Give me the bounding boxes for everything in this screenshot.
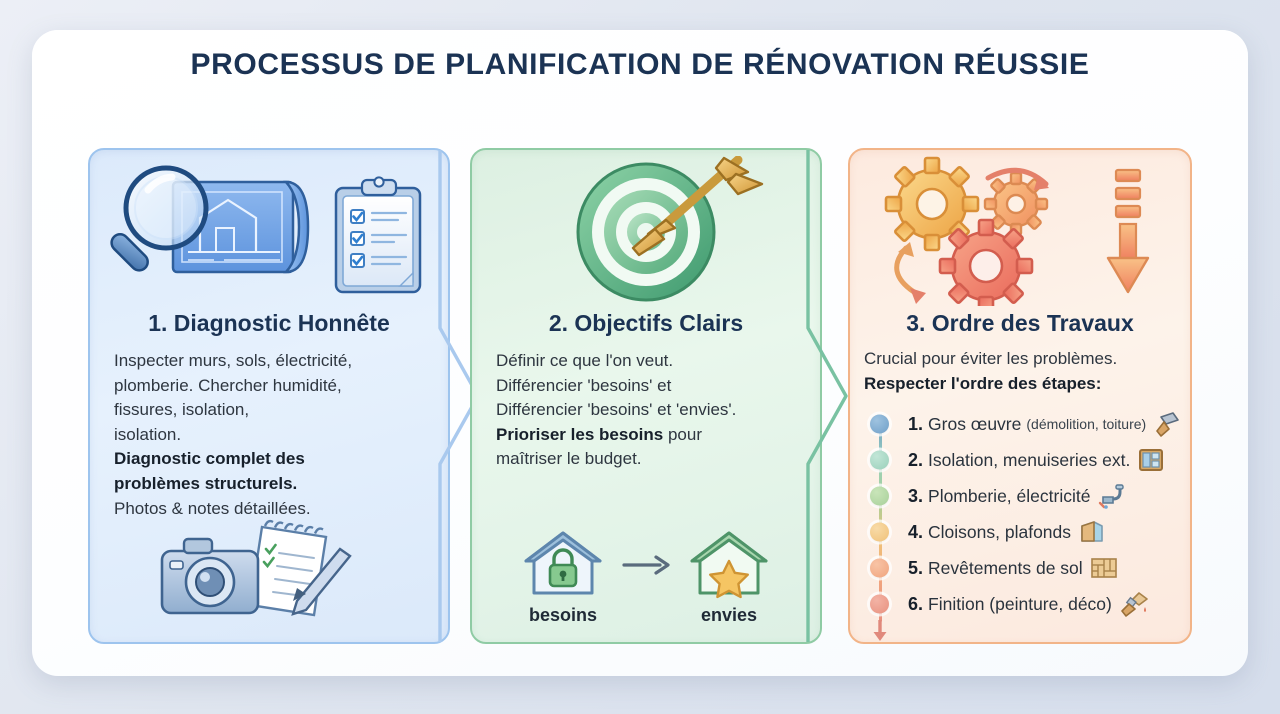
hammer-icon [1153, 411, 1181, 437]
step-item[interactable]: 1. Gros œuvre (démolition, toiture) [864, 406, 1184, 442]
step-number: 2. [908, 449, 924, 470]
panel-objectifs-body: Définir ce que l'on veut. Différencier '… [496, 350, 802, 473]
gears-cycle-arrow-icon [884, 156, 1150, 306]
step-item[interactable]: 3. Plomberie, électricité [864, 478, 1184, 514]
body-line: fissures, isolation, [114, 400, 250, 420]
step-dot [870, 522, 889, 542]
body-plain-part: pour [663, 424, 702, 444]
drywall-icon [1078, 519, 1106, 545]
body-line-bold: Respecter l'ordre des étapes: [864, 373, 1102, 393]
step-text: Cloisons, plafonds [928, 521, 1072, 542]
step-text: Plomberie, électricité [928, 485, 1091, 506]
panel-objectifs-heading: 2. Objectifs Clairs [548, 310, 744, 336]
panel-objectifs-icons [470, 156, 822, 306]
panel-objectifs: 2. Objectifs Clairs Définir ce que l'on … [470, 148, 822, 644]
body-line: maîtriser le budget. [496, 449, 642, 469]
body-line: plomberie. Chercher humidité, [114, 375, 342, 395]
timeline-arrow-icon [873, 620, 887, 641]
body-line-bold: problèmes structurels. [114, 474, 298, 494]
compare-envies-label: envies [700, 605, 758, 625]
arrow-right-icon [622, 554, 670, 575]
house-lock-icon [524, 531, 602, 595]
step-text: Isolation, menuiseries ext. [928, 449, 1131, 470]
step-text: Finition (peinture, déco) [928, 593, 1112, 614]
body-line-bold: Diagnostic complet des [114, 449, 305, 469]
body-line: Définir ce que l'on veut. [496, 351, 674, 370]
panel-ordre-body: Crucial pour éviter les problèmes. Respe… [864, 348, 1182, 397]
panel-ordre-travaux: 3. Ordre des Travaux Crucial pour éviter… [848, 148, 1192, 644]
step-number: 3. [908, 485, 924, 506]
magnifier-blueprint-clipboard-icon [110, 165, 422, 294]
window-icon [1137, 447, 1165, 473]
body-line: Différencier 'besoins' et [496, 375, 672, 395]
body-line-mixed: Prioriser les besoins pour [496, 424, 802, 447]
target-arrow-icon [576, 156, 764, 302]
step-subtext: (démolition, toiture) [1026, 416, 1147, 432]
house-star-icon [690, 531, 768, 599]
step-dot [870, 558, 889, 578]
paintbrush-icon [1119, 591, 1149, 617]
step-dot [870, 450, 889, 470]
timeline-rail [878, 420, 882, 622]
camera-notepad-icon [160, 519, 352, 617]
panel-diagnostic-heading: 1. Diagnostic Honnête [148, 310, 390, 336]
step-number: 4. [908, 521, 924, 542]
panel-diagnostic: 1. Diagnostic Honnête Inspecter murs, so… [88, 148, 450, 644]
step-item[interactable]: 2. Isolation, menuiseries ext. [864, 442, 1184, 478]
step-text: Revêtements de sol [928, 557, 1083, 578]
faucet-icon [1097, 483, 1125, 509]
panel-diagnostic-icons [88, 156, 450, 306]
step-item[interactable]: 4. Cloisons, plafonds [864, 514, 1184, 550]
panel-ordre-icons [848, 156, 1192, 306]
panel-objectifs-compare: besoins envies [470, 527, 822, 626]
step-item[interactable]: 6. Finition (peinture, déco) [864, 586, 1184, 622]
compare-envies: envies [686, 527, 772, 626]
body-line: isolation. [114, 424, 182, 444]
step-text: Gros œuvre [928, 413, 1022, 434]
compare-besoins: besoins [520, 527, 606, 626]
step-number: 6. [908, 593, 924, 614]
panel-diagnostic-body: Inspecter murs, sols, électricité, plomb… [114, 350, 430, 522]
step-dot [870, 594, 889, 614]
body-line: Crucial pour éviter les problèmes. [864, 349, 1118, 368]
floor-tiles-icon [1090, 555, 1118, 581]
step-item[interactable]: 5. Revêtements de sol [864, 550, 1184, 586]
compare-besoins-label: besoins [528, 605, 598, 625]
body-bold-part: Prioriser les besoins [496, 424, 664, 444]
page-title: PROCESSUS DE PLANIFICATION DE RÉNOVATION… [190, 48, 1090, 81]
step-number: 1. [908, 413, 924, 434]
step-dot [870, 414, 889, 434]
body-line: Différencier 'besoins' et 'envies'. [496, 400, 737, 420]
body-line: Inspecter murs, sols, électricité, [114, 351, 353, 370]
panel-diagnostic-bottom-icons [88, 509, 450, 626]
body-line: Photos & notes détaillées. [114, 498, 311, 518]
steps-list: 1. Gros œuvre (démolition, toiture) 2. I… [864, 406, 1184, 641]
step-number: 5. [908, 557, 924, 578]
step-dot [870, 486, 889, 506]
panel-ordre-heading: 3. Ordre des Travaux [906, 310, 1134, 336]
